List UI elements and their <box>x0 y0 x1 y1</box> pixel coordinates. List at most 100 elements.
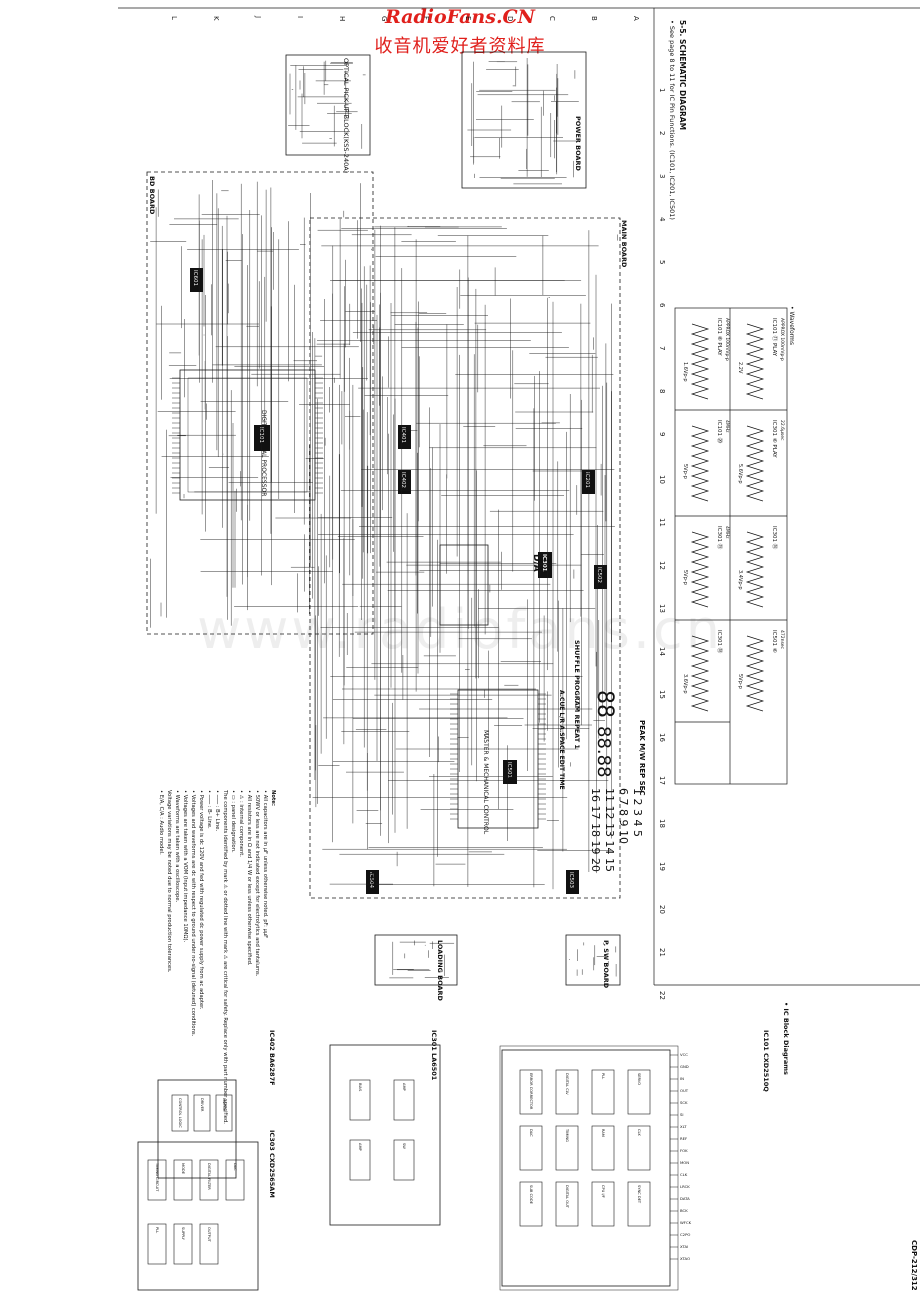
block-box: SERVO <box>627 1069 651 1115</box>
block-box: CLK <box>627 1125 651 1171</box>
pin-label: IN <box>680 1076 684 1081</box>
svg-text:AMP: AMP <box>402 1083 406 1092</box>
block-box: DRIVER <box>193 1094 211 1132</box>
block-box: TIMING CIRCUIT <box>147 1159 167 1201</box>
waveform-value: 2.2V <box>737 362 743 374</box>
note-line: • E/A, C/A : Audio model. <box>158 790 164 855</box>
block-box: SUB CODE <box>519 1181 543 1227</box>
block-box: MODE <box>173 1159 193 1201</box>
svg-text:SUB CODE: SUB CODE <box>529 1185 533 1205</box>
block-box: SYNC DET <box>627 1181 651 1227</box>
pin-label: REF <box>680 1136 687 1141</box>
block-box: CONTROL LOGIC <box>171 1094 189 1132</box>
note-line: • Voltages and waveforms are dc with res… <box>190 790 196 1037</box>
grid-letter: G <box>380 16 388 21</box>
note-line: • All capacitors are in µF unless otherw… <box>262 790 268 938</box>
svg-text:DRIVER: DRIVER <box>200 1098 204 1112</box>
ic303-block-title: IC303 CXD2565AM <box>268 1130 276 1198</box>
driver-label: DRIVER <box>370 872 376 891</box>
waveform-extra: APPROX 100mVp-p <box>779 318 785 361</box>
svg-text:DIGITAL CLV: DIGITAL CLV <box>565 1073 569 1095</box>
pin-label: CLK <box>680 1172 688 1177</box>
ic301-block-title: IC301 LA6501 <box>430 1030 438 1081</box>
grid-number: 5 <box>658 260 666 264</box>
pin-label: XTAO <box>680 1256 690 1261</box>
note-line: • ▭ : panel designation. <box>230 790 236 853</box>
ic-tag: IC503 <box>566 870 579 894</box>
grid-number: 22 <box>658 991 666 1000</box>
ic-tag: IC502 <box>594 565 607 589</box>
grid-letter: H <box>338 16 346 21</box>
bd-board-label: BD BOARD <box>148 176 156 215</box>
ic-tag: IC504 <box>366 870 379 894</box>
grid-number: 3 <box>658 174 666 178</box>
svg-text:IC502: IC502 <box>596 567 602 583</box>
waveform-trace <box>745 323 765 400</box>
svg-text:SYNC DET: SYNC DET <box>637 1185 641 1204</box>
grid-number: 4 <box>658 217 666 222</box>
ic101-block-title: IC101 CXD2510Q <box>762 1030 770 1092</box>
block-box: RAM <box>591 1125 615 1171</box>
da-label: D/A <box>531 554 541 572</box>
ic101-name: DIGITAL SIGNAL PROCESSOR <box>260 410 267 496</box>
ic-tag: IC401 <box>398 425 411 449</box>
display-number-row: 6 7 8 9 10 <box>617 788 630 844</box>
block-box: DIGITAL OUT <box>555 1181 579 1227</box>
model-number: CDP-212/312 <box>910 1240 918 1291</box>
svg-text:IC601: IC601 <box>192 270 198 286</box>
ic501-label: IC501 <box>506 762 512 778</box>
display-top-row: PEAK M/W REP SEC <box>638 720 646 796</box>
svg-text:IC402: IC402 <box>400 472 406 488</box>
svg-text:TIMING CIRCUIT: TIMING CIRCUIT <box>155 1162 159 1192</box>
grid-number: 10 <box>658 475 666 484</box>
display-number-row: 16 17 18 19 20 <box>589 788 602 872</box>
waveform-label: IC301 ⑯ <box>771 526 779 550</box>
svg-text:CPU I/F: CPU I/F <box>601 1185 605 1198</box>
waveform-extra: 4MHz <box>724 420 730 433</box>
ic101-label: IC101 <box>258 427 264 443</box>
grid-letter: C <box>548 16 556 21</box>
notes-heading: Note: <box>270 790 276 806</box>
waveform-trace <box>690 323 710 400</box>
loading-board-label: LOADING BOARD <box>436 940 444 1001</box>
svg-text:PLL: PLL <box>601 1073 605 1079</box>
waveform-cell: IC301 ⑱3.6Vp-p <box>682 630 724 712</box>
grid-number: 11 <box>658 518 666 527</box>
pin-label: C2PO <box>680 1232 690 1237</box>
pin-label: FOK <box>680 1148 688 1153</box>
svg-text:OUTPUT: OUTPUT <box>207 1227 211 1242</box>
grid-letter: I <box>296 16 304 18</box>
svg-text:IC504: IC504 <box>368 872 374 888</box>
grid-letter: J <box>254 15 262 18</box>
svg-text:ERROR CORRECTOR: ERROR CORRECTOR <box>529 1073 533 1110</box>
block-box: DIGITAL CLV <box>555 1069 579 1115</box>
waveforms-heading: • Waveforms <box>788 306 795 345</box>
svg-text:CLK: CLK <box>637 1129 641 1137</box>
grid-letter: A <box>632 16 640 21</box>
svg-text:SERVO: SERVO <box>637 1073 641 1085</box>
block-box: PLL <box>591 1069 615 1115</box>
pin-label: SCK <box>680 1100 688 1105</box>
block-box: SUPPLY <box>173 1223 193 1265</box>
display-left-col: SHUFFLE PROGRAM REPEAT 1 <box>573 640 581 749</box>
svg-text:SUPPLY: SUPPLY <box>181 1227 185 1241</box>
svg-text:TIMING: TIMING <box>565 1128 569 1142</box>
pin-label: LRCK <box>680 1184 690 1189</box>
waveform-extra: 472nsec <box>779 630 785 650</box>
block-box: AMP <box>349 1139 371 1181</box>
note-line: • Power voltage is dc 120V and fed with … <box>198 790 204 1010</box>
grid-number: 20 <box>658 905 666 914</box>
waveform-trace <box>745 635 765 712</box>
svg-text:AMP: AMP <box>358 1143 362 1152</box>
block-box: CPU I/F <box>591 1181 615 1227</box>
waveform-label: IC101 ⑧ PLAY <box>716 318 722 356</box>
block-box: DAC <box>519 1125 543 1171</box>
svg-text:IC503: IC503 <box>568 872 574 888</box>
note-line: • ⚠ : internal component. <box>238 790 244 857</box>
ic402-block-title: IC402 BA6287F <box>268 1030 276 1086</box>
